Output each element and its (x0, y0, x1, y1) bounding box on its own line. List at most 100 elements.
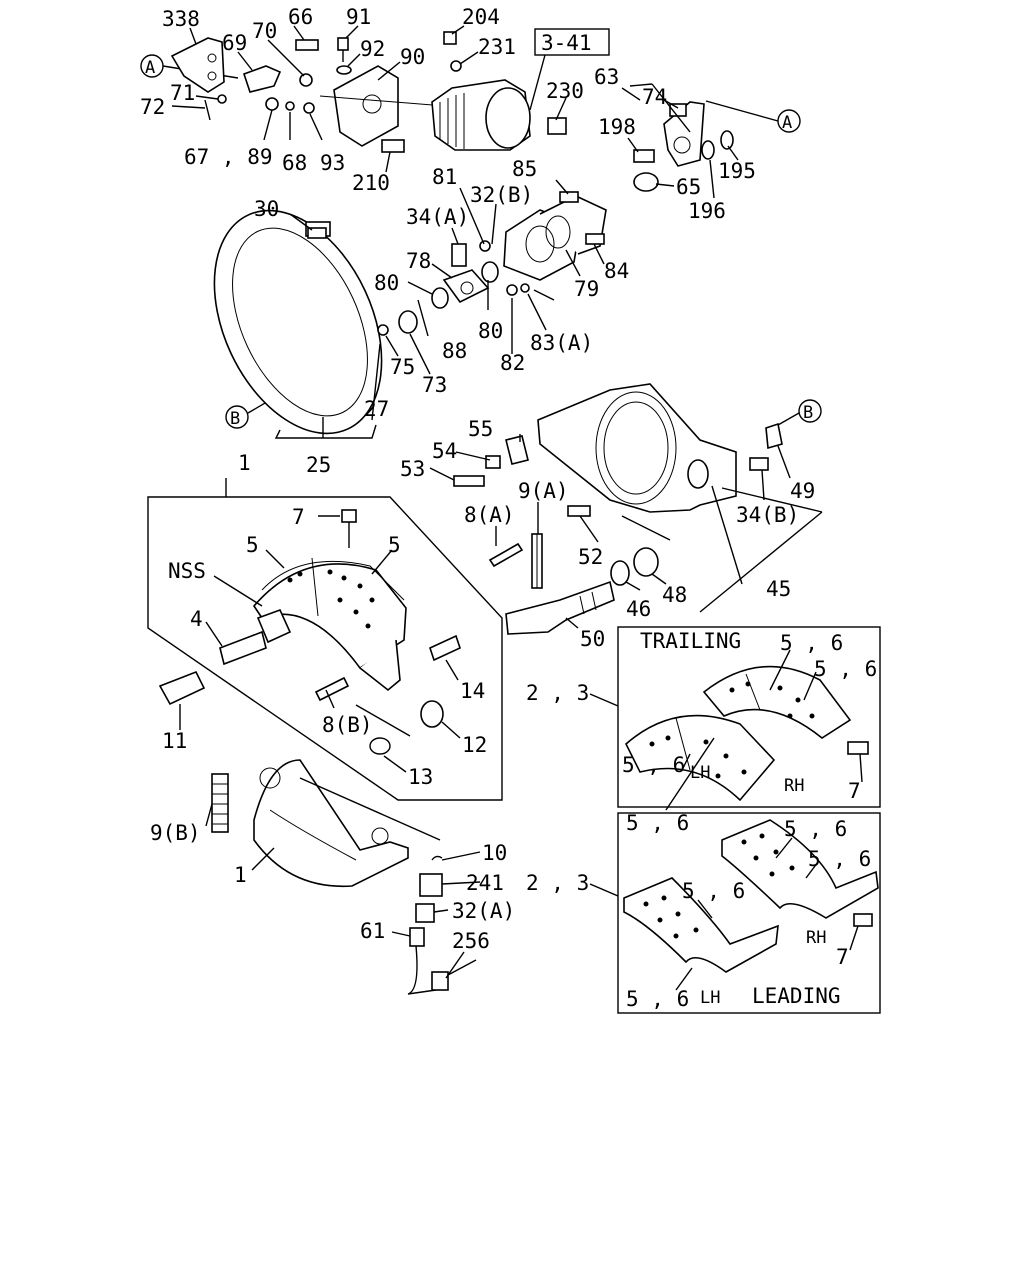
part-label: 69 (222, 31, 247, 55)
part-label: 231 (478, 35, 516, 59)
part-label: 80 (478, 319, 503, 343)
part-label: 5 , 6 (780, 631, 843, 655)
part-label: 61 (360, 919, 385, 943)
nss-label: NSS (168, 559, 206, 583)
reference-box: 3-41 (529, 28, 610, 111)
part-label: 5 , 6 (784, 817, 847, 841)
brake-shoe-group (147, 478, 503, 801)
part-label: 52 (578, 545, 603, 569)
part-label: 11 (162, 729, 187, 753)
part-label: 79 (574, 277, 599, 301)
part-label: 8(A) (464, 503, 515, 527)
part-label: 32(B) (470, 183, 533, 207)
part-label: 204 (462, 5, 500, 29)
part-label: 7 (292, 505, 305, 529)
trailing-rh-label: RH (784, 776, 804, 796)
part-label: 13 (408, 765, 433, 789)
part-label: 66 (288, 5, 313, 29)
part-label: 63 (594, 65, 619, 89)
part-label: 70 (252, 19, 277, 43)
part-label: 14 (460, 679, 485, 703)
part-label: 5 , 6 (622, 753, 685, 777)
part-label: 210 (352, 171, 390, 195)
part-label: 2 , 3 (526, 681, 589, 705)
part-label: 196 (688, 199, 726, 223)
part-label: 9(A) (518, 479, 569, 503)
part-label: 12 (462, 733, 487, 757)
part-label: 27 (364, 397, 389, 421)
part-label: 65 (676, 175, 701, 199)
part-label: 5 (246, 533, 259, 557)
part-label: 67 , 89 (184, 145, 273, 169)
part-label: 5 , 6 (626, 987, 689, 1011)
leader-lines (171, 25, 863, 991)
part-label: 55 (468, 417, 493, 441)
trailing-title: TRAILING (640, 629, 741, 653)
part-label: 93 (320, 151, 345, 175)
part-label: 5 , 6 (682, 879, 745, 903)
part-label: 4 (190, 607, 203, 631)
part-label: 1 (234, 863, 247, 887)
part-label: 71 (170, 81, 195, 105)
part-label: 49 (790, 479, 815, 503)
lower-left-parts (158, 670, 477, 995)
part-label: 34(B) (736, 503, 799, 527)
part-label: 198 (598, 115, 636, 139)
part-label: 2 , 3 (526, 871, 589, 895)
part-label: 90 (400, 45, 425, 69)
part-label: 32(A) (452, 899, 515, 923)
part-label: 81 (432, 165, 457, 189)
part-label: 46 (626, 597, 651, 621)
part-label: 338 (162, 7, 200, 31)
trailing-panel: TRAILING RH LH (617, 626, 881, 808)
part-label: 10 (482, 841, 507, 865)
part-label: 53 (400, 457, 425, 481)
part-label: 75 (390, 355, 415, 379)
svg-text:B: B (230, 409, 240, 429)
part-label: 84 (604, 259, 629, 283)
part-label: 1 (238, 451, 251, 475)
part-label: 5 , 6 (626, 811, 689, 835)
dust-shield (213, 209, 383, 439)
part-label: 54 (432, 439, 457, 463)
part-label: 241 (466, 871, 504, 895)
part-label: 8(B) (322, 713, 373, 737)
leading-lh-label: LH (700, 988, 720, 1008)
part-label: 88 (442, 339, 467, 363)
part-label: 230 (546, 79, 584, 103)
part-label: 73 (422, 373, 447, 397)
part-label: 7 (848, 779, 861, 803)
leading-panel: LEADING RH LH (617, 812, 881, 1014)
callout-b-right: B (777, 399, 822, 426)
part-label: 7 (836, 945, 849, 969)
part-label: 256 (452, 929, 490, 953)
part-label: 50 (580, 627, 605, 651)
part-label: 30 (254, 197, 279, 221)
part-label: 195 (718, 159, 756, 183)
part-number-labels: 338 69 70 66 91 92 90 204 231 230 63 74 … (140, 5, 877, 1011)
part-label: 74 (642, 85, 667, 109)
top-bracket-assembly (170, 31, 734, 192)
part-label: 34(A) (406, 205, 469, 229)
trailing-lh-label: LH (690, 763, 710, 783)
part-label: 83(A) (530, 331, 593, 355)
cam-bracket-parts (307, 191, 607, 336)
part-label: 82 (500, 351, 525, 375)
callout-a-right: A (705, 100, 801, 133)
svg-text:A: A (782, 113, 792, 133)
part-label: 5 (388, 533, 401, 557)
part-label: 25 (306, 453, 331, 477)
reference-box-label: 3-41 (541, 31, 592, 55)
spider-bracket (453, 383, 783, 635)
leading-rh-label: RH (806, 928, 826, 948)
part-label: 92 (360, 37, 385, 61)
svg-text:B: B (803, 403, 813, 423)
part-label: 78 (406, 249, 431, 273)
part-label: 48 (662, 583, 687, 607)
part-label: 68 (282, 151, 307, 175)
part-label: 72 (140, 95, 165, 119)
part-label: 9(B) (150, 821, 201, 845)
part-label: 80 (374, 271, 399, 295)
part-label: 5 , 6 (814, 657, 877, 681)
